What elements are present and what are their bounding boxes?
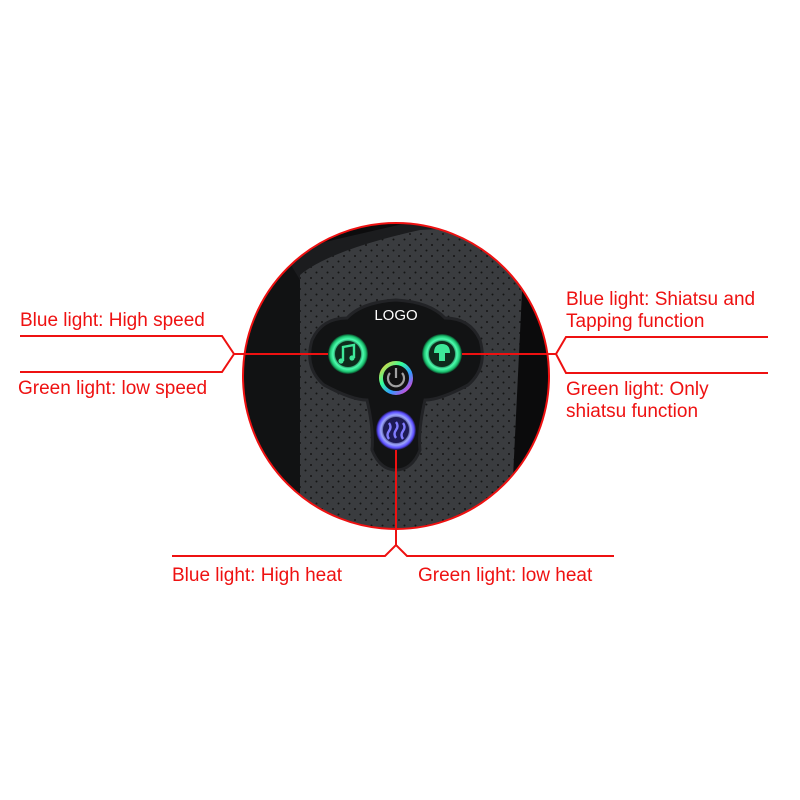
- massage-mode-button[interactable]: [422, 334, 462, 374]
- label-speed-green: Green light: low speed: [18, 378, 208, 399]
- heat-button[interactable]: [376, 410, 416, 450]
- label-mode-green-line2: shiatsu function: [566, 401, 699, 422]
- cushion-closeup: LOGO: [243, 223, 549, 529]
- heat-waves-icon: [386, 421, 406, 440]
- label-mode-blue-line2: Tapping function: [566, 311, 705, 332]
- label-speed-blue: Blue light: High speed: [20, 310, 205, 331]
- callout-lines: [20, 335, 768, 557]
- label-mode-blue-line1: Blue light: Shiatsu and: [566, 289, 756, 310]
- speed-button[interactable]: [328, 334, 368, 374]
- logo-text: LOGO: [374, 307, 417, 324]
- label-mode-green-line1: Green light: Only: [566, 379, 709, 400]
- label-heat-blue: Blue light: High heat: [172, 565, 343, 586]
- mushroom-icon: [434, 344, 450, 361]
- music-note-icon: [338, 343, 356, 364]
- label-heat-green: Green light: low heat: [418, 565, 593, 586]
- power-icon: [386, 368, 406, 388]
- power-button[interactable]: [378, 360, 414, 396]
